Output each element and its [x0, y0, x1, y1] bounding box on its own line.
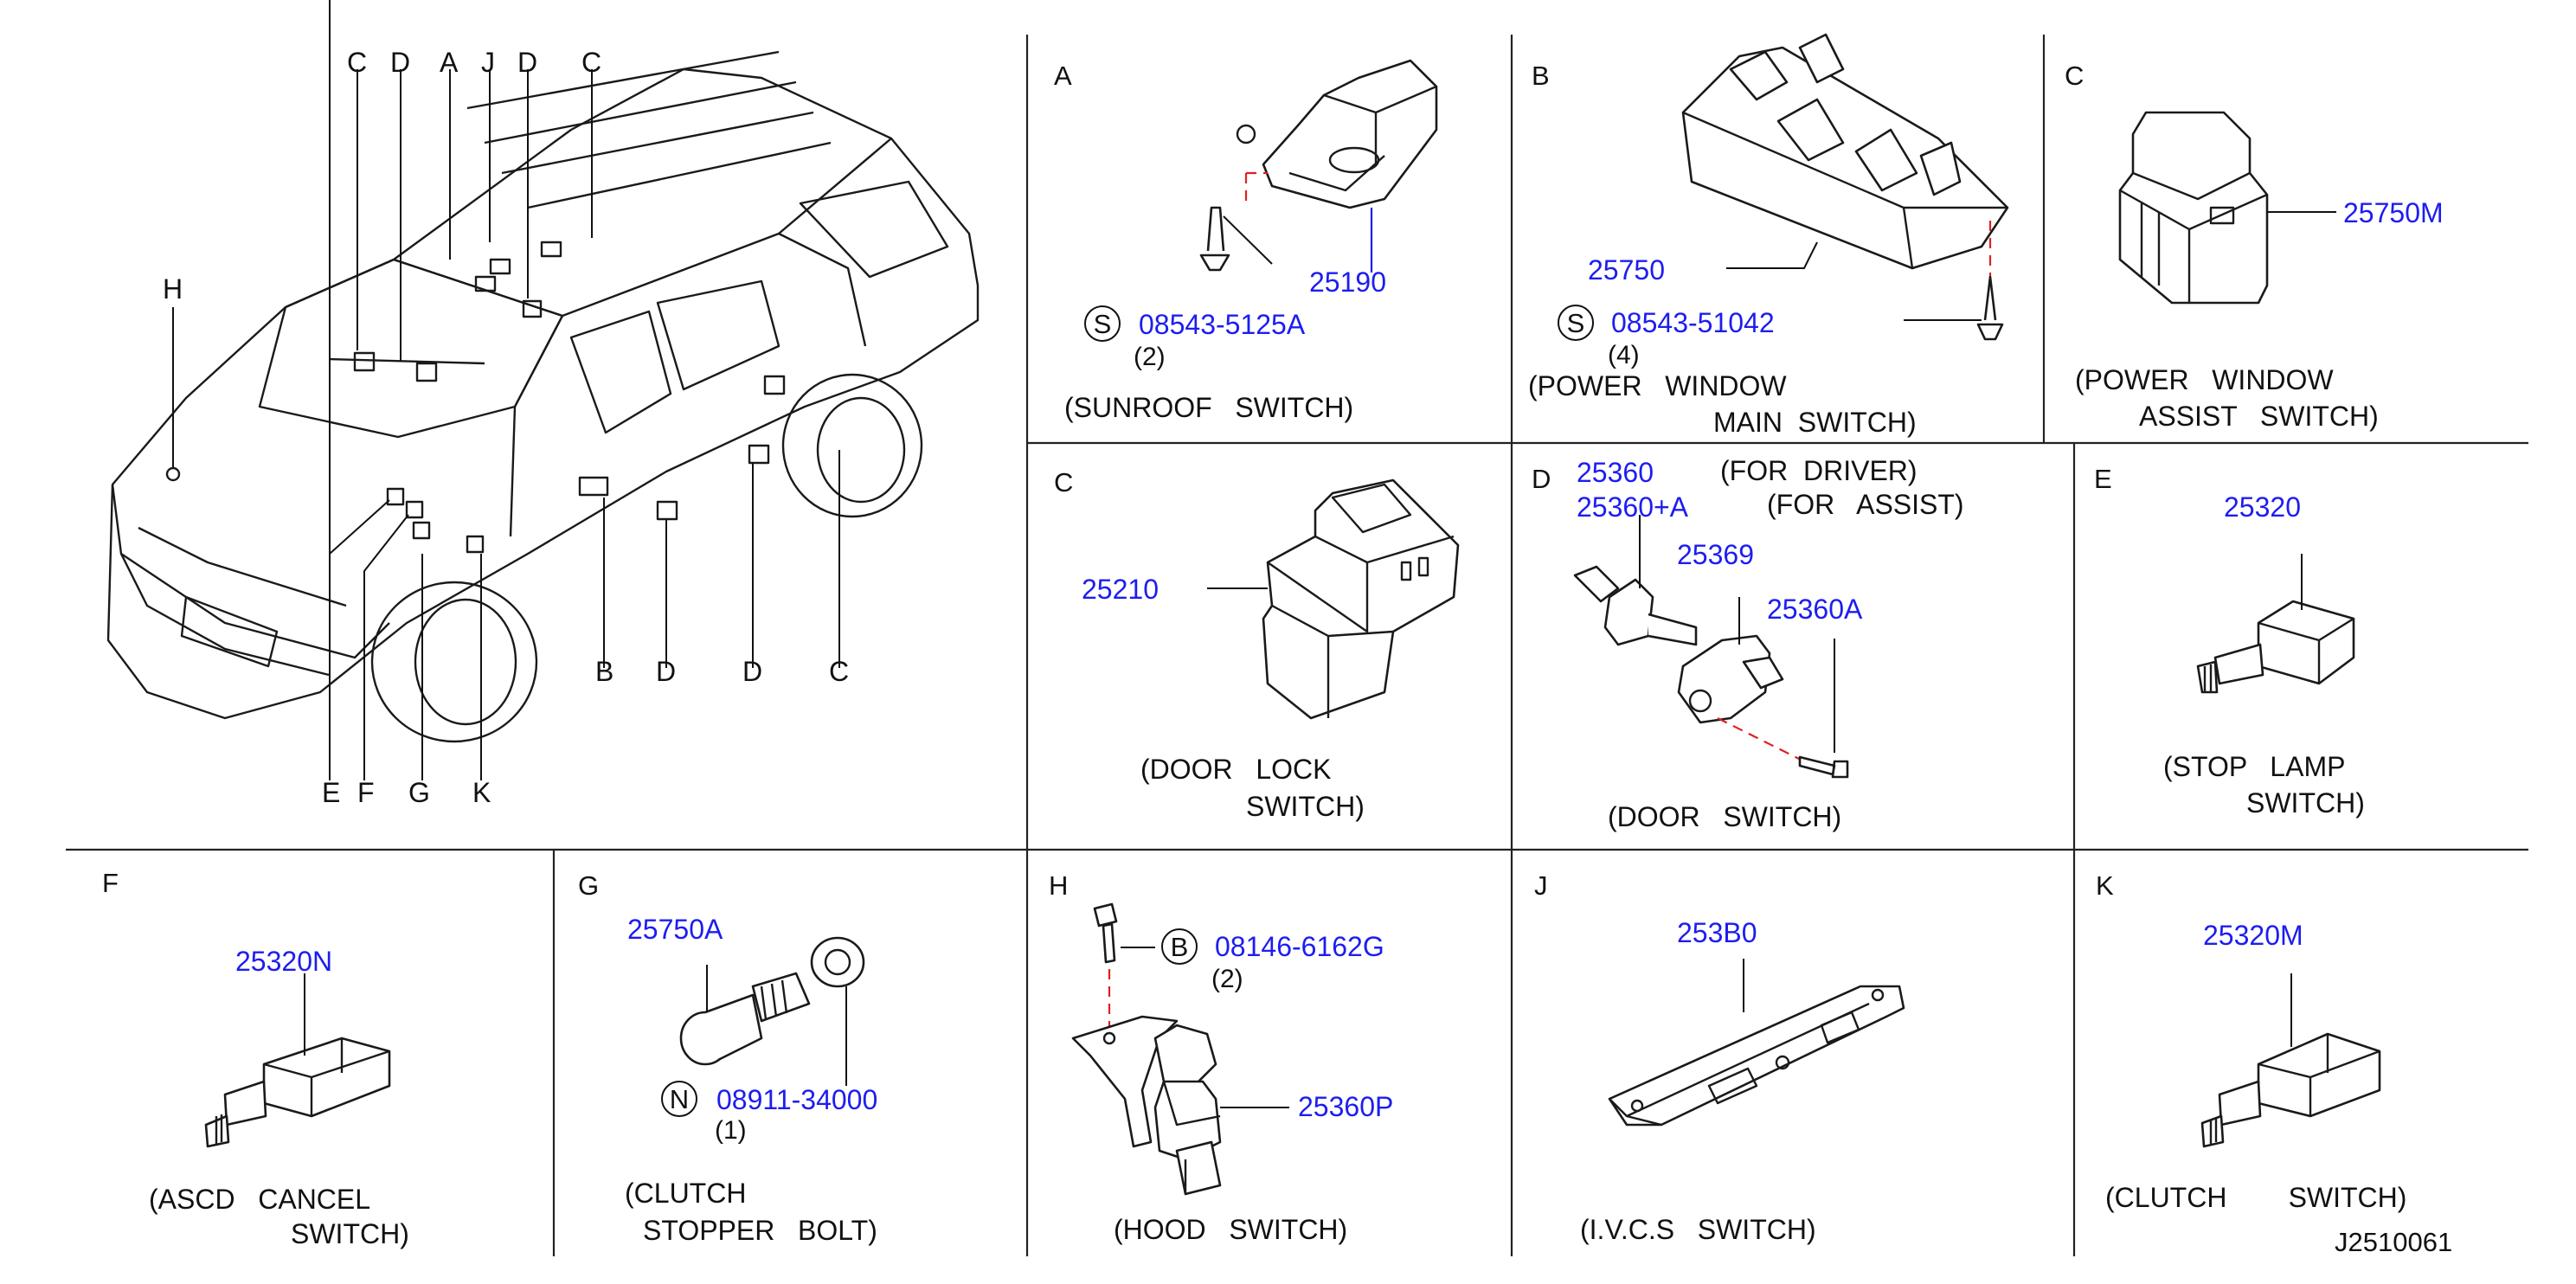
part-number[interactable]: 25360A: [1767, 594, 1863, 625]
quantity: (2): [1211, 965, 1243, 993]
panel-title-line2: SWITCH): [291, 1218, 409, 1249]
screw-symbol: S: [1084, 305, 1121, 342]
power-window-main-switch-drawing: [1681, 33, 2009, 341]
part-number[interactable]: 25320: [2224, 491, 2301, 523]
panel-letter: F: [102, 868, 119, 898]
ivcs-switch-drawing: [1608, 959, 1905, 1127]
part-number[interactable]: 25320N: [235, 946, 333, 977]
vehicle-illustration: [106, 50, 980, 743]
vehicle-callout-f: F: [357, 777, 375, 808]
panel-title: (CLUTCH SWITCH): [2105, 1182, 2407, 1213]
vehicle-callout-lines: [172, 0, 840, 780]
clutch-switch-drawing: [2200, 973, 2381, 1148]
panel-letter: E: [2094, 464, 2112, 494]
part-number[interactable]: 25320M: [2203, 920, 2303, 951]
panel-letter: K: [2096, 870, 2114, 901]
vehicle-callout-c: C: [581, 47, 602, 78]
panel-title-line2: SWITCH): [1246, 791, 1365, 822]
stop-lamp-switch-drawing: [2196, 554, 2355, 694]
vehicle-callout-b: B: [595, 656, 614, 687]
driver-note: (FOR DRIVER): [1720, 455, 1918, 486]
screw-part-number[interactable]: 08543-51042: [1611, 307, 1775, 338]
panel-title: (DOOR LOCK: [1140, 754, 1332, 785]
clutch-stopper-bolt-drawing: [679, 936, 865, 1086]
panel-title: (SUNROOF SWITCH): [1064, 392, 1354, 423]
quantity: (2): [1134, 343, 1166, 371]
panel-letter: A: [1054, 61, 1072, 91]
panel-title: (POWER WINDOW: [2075, 364, 2334, 395]
panel-letter: D: [1532, 464, 1551, 494]
screw-part-number[interactable]: 08543-5125A: [1139, 309, 1306, 340]
part-number[interactable]: 253B0: [1677, 917, 1757, 948]
panel-title: (ASCD CANCEL: [149, 1184, 371, 1215]
panel-letter: C: [2065, 61, 2085, 91]
panel-title-line2: STOPPER BOLT): [643, 1215, 877, 1246]
vehicle-callout-a: A: [440, 47, 459, 78]
panel-letter: B: [1532, 61, 1550, 91]
door-switch-drawing: [1573, 515, 1849, 779]
nut-part-number[interactable]: 08911-34000: [716, 1084, 878, 1115]
panel-letter: J: [1534, 870, 1548, 901]
screw-symbol: S: [1558, 305, 1594, 341]
vehicle-callout-e: E: [322, 777, 341, 808]
assist-note: (FOR ASSIST): [1767, 489, 1964, 520]
panel-title: (I.V.C.S SWITCH): [1580, 1214, 1816, 1245]
panel-title: (HOOD SWITCH): [1114, 1214, 1348, 1245]
vehicle-callout-g: G: [408, 777, 430, 808]
part-number[interactable]: 25750M: [2343, 197, 2444, 228]
power-window-assist-switch-drawing: [2118, 111, 2336, 305]
vehicle-callout-d: D: [517, 47, 538, 78]
part-number[interactable]: 25750A: [627, 914, 723, 945]
part-number[interactable]: 25190: [1309, 266, 1386, 298]
panel-title-line2: MAIN SWITCH): [1713, 407, 1917, 438]
panel-title-line2: SWITCH): [2246, 787, 2365, 819]
vehicle-callout-d: D: [742, 656, 763, 687]
panel-grid: [66, 35, 2528, 1256]
vehicle-callout-d: D: [390, 47, 411, 78]
ascd-cancel-switch-drawing: [204, 973, 391, 1148]
door-lock-switch-drawing: [1207, 478, 1460, 720]
panel-title: (POWER WINDOW: [1528, 370, 1787, 401]
sunroof-switch-drawing: [1199, 59, 1438, 273]
bolt-part-number[interactable]: 08146-6162G: [1215, 931, 1384, 962]
panel-title: (STOP LAMP: [2163, 751, 2346, 782]
bolt-symbol: B: [1161, 928, 1198, 965]
panel-title-line2: ASSIST SWITCH): [2139, 401, 2379, 432]
part-number[interactable]: 25369: [1677, 539, 1754, 570]
panel-letter: C: [1054, 467, 1074, 498]
vehicle-callout-d: D: [656, 656, 677, 687]
panel-title: (CLUTCH: [625, 1178, 747, 1209]
panel-letter: G: [578, 870, 600, 901]
part-number-assist[interactable]: 25360+A: [1577, 491, 1689, 523]
vehicle-callout-h: H: [163, 273, 183, 305]
panel-title: (DOOR SWITCH): [1608, 801, 1842, 832]
quantity: (4): [1608, 341, 1640, 369]
vehicle-callout-c: C: [829, 656, 850, 687]
hood-switch-drawing: [1071, 902, 1289, 1196]
part-number[interactable]: 25210: [1082, 574, 1159, 605]
nut-symbol: N: [661, 1081, 697, 1117]
vehicle-callout-c: C: [347, 47, 368, 78]
vehicle-callout-k: K: [472, 777, 491, 808]
part-number[interactable]: 25360P: [1298, 1091, 1394, 1122]
panel-letter: H: [1049, 870, 1069, 901]
diagram-code: J2510061: [2335, 1227, 2453, 1257]
part-number-driver[interactable]: 25360: [1577, 457, 1654, 488]
vehicle-callout-j: J: [481, 47, 495, 78]
quantity: (1): [715, 1116, 747, 1145]
part-number[interactable]: 25750: [1588, 254, 1665, 286]
